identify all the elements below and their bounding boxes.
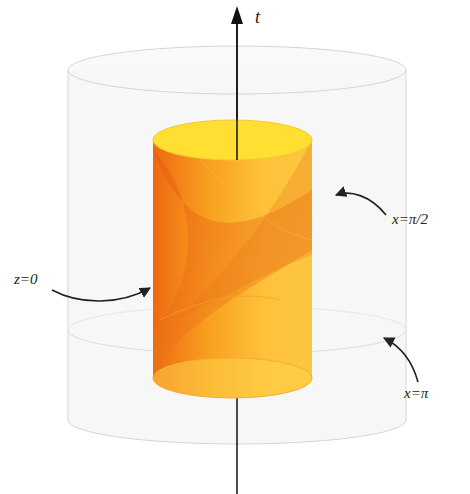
surface-label: x=π/2 [392,212,428,227]
boundary-label: x=π [404,386,428,401]
surface-label: z=0 [14,272,37,287]
axis-label: t [255,8,260,26]
